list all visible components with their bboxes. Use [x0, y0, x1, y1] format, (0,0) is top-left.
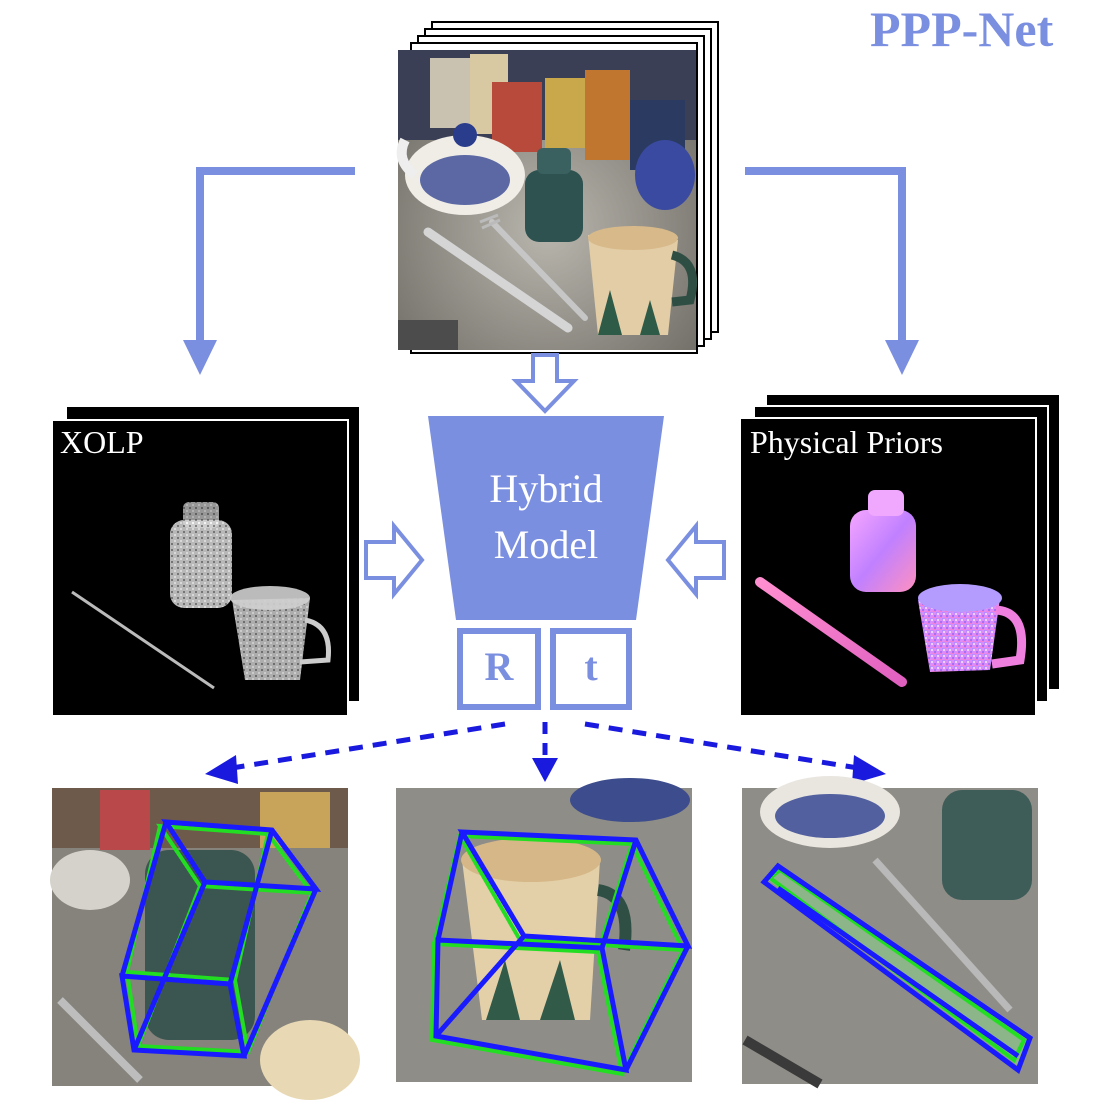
input-image-stack: [396, 21, 719, 354]
rotation-box: [457, 628, 541, 710]
xolp-image: [71, 502, 332, 690]
result-image-jar: [50, 788, 360, 1100]
dashed-arrow-center: [532, 722, 558, 782]
arrow-to-xolp: [183, 167, 355, 375]
arrow-to-physical-priors: [745, 167, 919, 375]
physical-priors-label: Physical Priors: [750, 424, 943, 460]
translation-box: [550, 628, 632, 710]
translation-label: t: [584, 644, 598, 689]
rotation-label: R: [484, 644, 514, 689]
hybrid-model-line1: Hybrid: [489, 466, 603, 511]
diagram-title: PPP-Net: [870, 1, 1054, 57]
result-image-cup: [396, 778, 693, 1082]
arrow-priors-to-model: [665, 520, 726, 600]
arrow-xolp-to-model: [364, 520, 425, 600]
hybrid-model-block: [428, 416, 664, 620]
physical-priors-panel-stack: [739, 393, 1061, 717]
hybrid-model-line2: Model: [493, 522, 599, 567]
xolp-panel-stack: [51, 405, 361, 717]
arrow-input-to-model: [511, 353, 579, 414]
physical-priors-image: [755, 490, 1027, 687]
input-rgb-scene: [396, 50, 698, 350]
dashed-arrow-left: [205, 721, 506, 784]
result-image-knife: [742, 776, 1038, 1089]
xolp-label: XOLP: [60, 424, 144, 460]
dashed-arrow-right: [584, 721, 886, 784]
